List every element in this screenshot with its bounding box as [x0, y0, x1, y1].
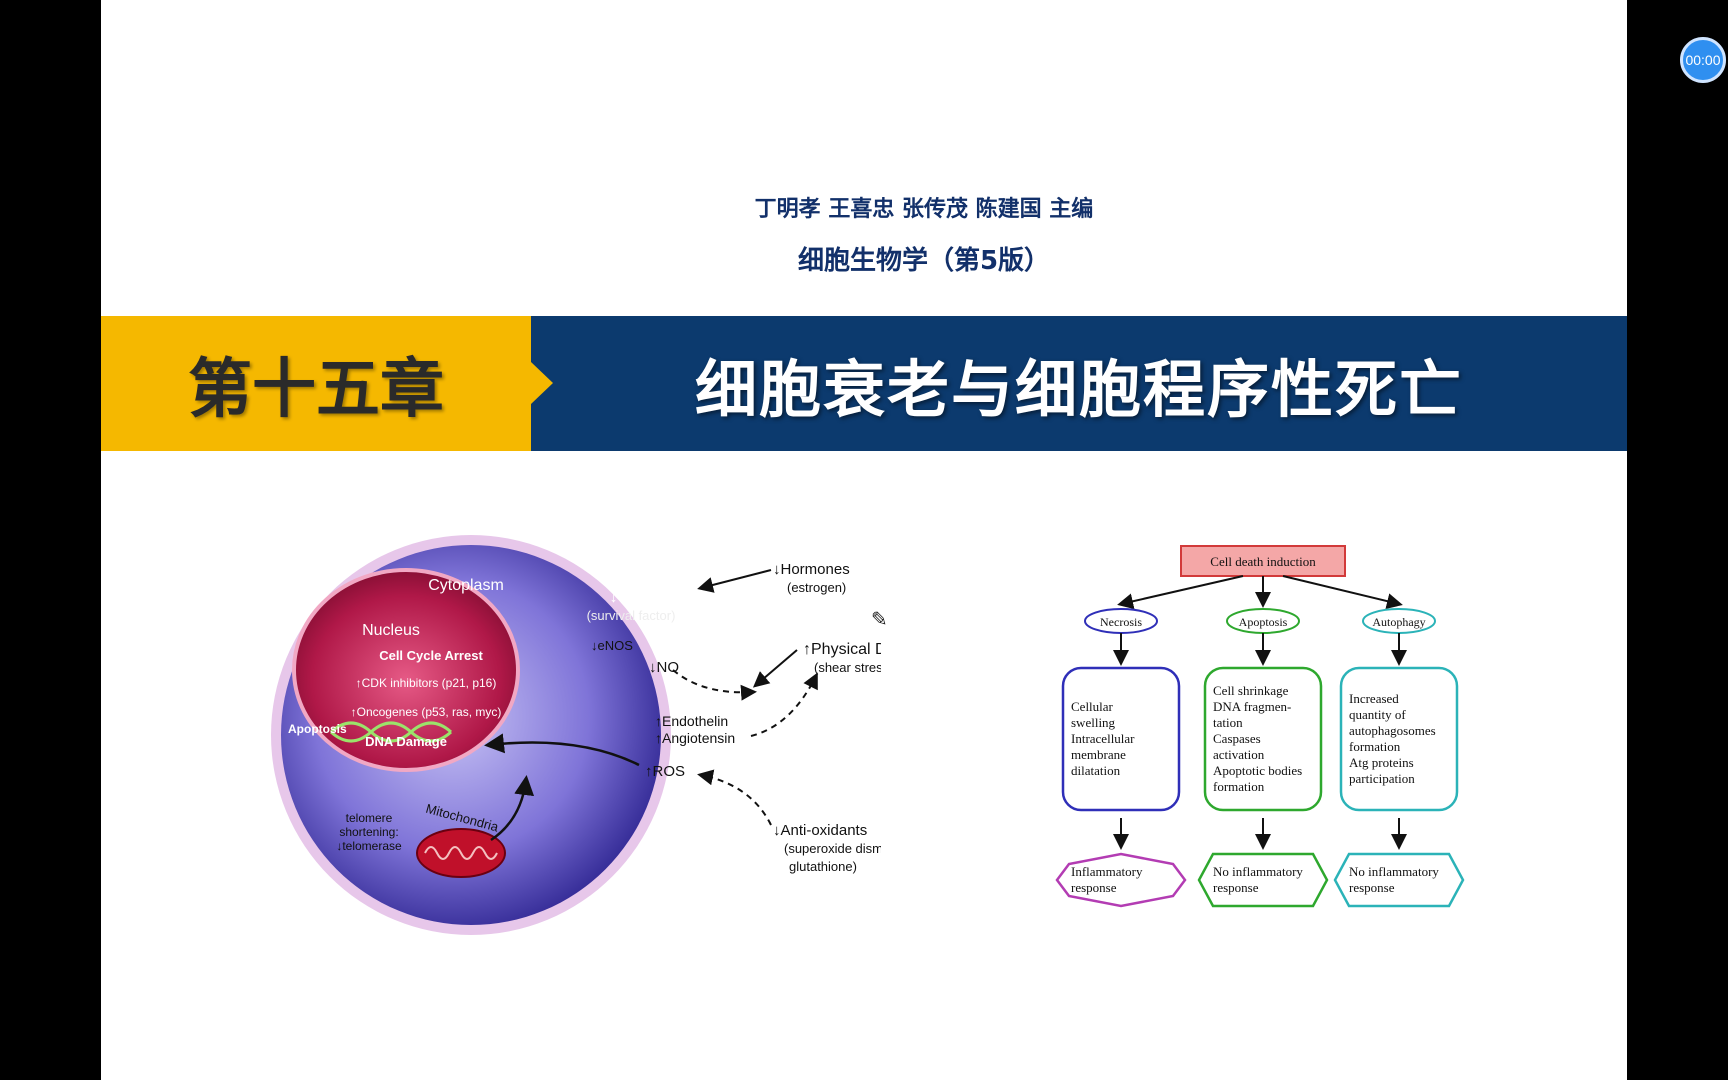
branch-line-1-6: formation [1213, 779, 1265, 794]
nucleus-region [292, 568, 520, 772]
label-telomere-2: shortening: [339, 825, 398, 839]
branch-line-0-3: membrane [1071, 747, 1126, 762]
label-endothelin: ↑Endothelin [655, 713, 728, 729]
branch-name-1: Apoptosis [1239, 615, 1288, 629]
branch-box-2 [1339, 666, 1459, 812]
branch-line-1-4: activation [1213, 747, 1265, 762]
label-oncogenes: ↑Oncogenes (p53, ras, myc) [351, 705, 502, 719]
arrow-antiox-dashed [697, 769, 772, 826]
branch-name-0: Necrosis [1100, 615, 1142, 629]
label-angiotensin: ↑Angiotensin [655, 730, 735, 746]
arrow-endothelin-dashed [750, 672, 818, 737]
label-akt: ↓ AKT [610, 589, 653, 606]
root-box [1180, 545, 1346, 577]
label-physical-sub: (shear stress, inflammation) [814, 660, 881, 675]
label-nucleus: Nucleus [362, 622, 420, 639]
chapter-number: 第十五章 [188, 352, 444, 427]
branch-line-2-2: autophagosomes [1349, 723, 1436, 738]
label-ros: ↑ROS [645, 763, 685, 780]
branch-line-2-0: Increased [1349, 691, 1399, 706]
chapter-arrow-icon [531, 362, 553, 404]
cell-death-flowchart: Cell death induction NecrosisCellularswe… [1055, 545, 1465, 908]
arrow-root-0 [1117, 575, 1244, 610]
label-no: ↓NO [649, 659, 679, 676]
arrow-ros-to-dna [484, 733, 640, 767]
branch-line-0-0: Cellular [1071, 699, 1114, 714]
label-hormones-sub: (estrogen) [787, 580, 846, 595]
outcome-line-2-1: response [1349, 880, 1395, 895]
branch-line-2-4: Atg proteins [1349, 755, 1414, 770]
outcome-line-1-1: response [1213, 880, 1259, 895]
label-enos: ↓eNOS [591, 638, 633, 653]
label-apoptosis: Apoptosis [288, 722, 347, 736]
branch-line-0-1: swelling [1071, 715, 1116, 730]
branch-line-0-2: Intracellular [1071, 731, 1135, 746]
root-label: Cell death induction [1210, 554, 1316, 569]
chapter-banner: 第十五章 细胞衰老与细胞程序性死亡 [101, 316, 1627, 451]
branch-line-2-3: formation [1349, 739, 1401, 754]
pen-cursor-icon: ✎ [871, 607, 888, 631]
outcome-line-2-0: No inflammatory [1349, 864, 1439, 879]
label-akt-sub: (survival factor) [587, 608, 676, 623]
book-title: 细胞生物学（第5版） [797, 246, 1051, 276]
branch-box-0 [1061, 666, 1181, 812]
label-physical: ↑Physical Damage [803, 641, 881, 658]
recording-timer[interactable]: 00:00 [1680, 37, 1726, 83]
outcome-shape-2 [1333, 852, 1465, 908]
label-dna-damage: DNA Damage [365, 734, 447, 749]
branch-line-1-3: Caspases [1213, 731, 1261, 746]
outcome-shape-1 [1197, 852, 1329, 908]
label-antiox-sub2: glutathione) [789, 859, 857, 874]
label-telomere-1: telomere [346, 811, 393, 825]
label-cdk: ↑CDK inhibitors (p21, p16) [356, 676, 497, 690]
branch-name-2: Autophagy [1372, 615, 1425, 629]
chapter-title-box: 细胞衰老与细胞程序性死亡 [531, 316, 1627, 451]
chapter-title: 细胞衰老与细胞程序性死亡 [694, 352, 1463, 426]
branch-line-1-2: tation [1213, 715, 1243, 730]
outcome-line-1-0: No inflammatory [1213, 864, 1303, 879]
dna-helix-icon [329, 721, 453, 743]
arrow-root-2 [1282, 575, 1403, 609]
chapter-number-box: 第十五章 [101, 316, 531, 451]
branch-line-2-1: quantity of [1349, 707, 1406, 722]
arrow-mito-to-ros [490, 775, 535, 842]
label-cell-cycle-arrest: Cell Cycle Arrest [379, 648, 483, 663]
label-cytoplasm: Cytoplasm [428, 577, 504, 594]
outcome-shape-0 [1055, 852, 1187, 908]
arrow-physical [752, 649, 798, 688]
outcome-line-0-1: response [1071, 880, 1117, 895]
branch-line-1-0: Cell shrinkage [1213, 683, 1289, 698]
branch-line-2-5: participation [1349, 771, 1415, 786]
arrow-hormones [697, 569, 772, 593]
branch-line-1-5: Apoptotic bodies [1213, 763, 1302, 778]
label-antiox-sub1: (superoxide dismutase, [784, 841, 881, 856]
branch-line-0-4: dilatation [1071, 763, 1121, 778]
outcome-line-0-0: Inflammatory [1071, 864, 1143, 879]
branch-line-1-1: DNA fragmen- [1213, 699, 1291, 714]
arrow-no-dashed [672, 669, 757, 701]
label-hormones: ↓Hormones [773, 561, 850, 578]
authors-line: 丁明孝 王喜忠 张传茂 陈建国 主编 [754, 197, 1094, 222]
branch-box-1 [1203, 666, 1323, 812]
slide: 丁明孝 王喜忠 张传茂 陈建国 主编 细胞生物学（第5版） 第十五章 细胞衰老与… [101, 0, 1627, 1080]
label-antiox: ↓Anti-oxidants [773, 822, 867, 839]
cell-senescence-diagram: Cytoplasm Nucleus Cell Cycle Arrest ↑CDK… [271, 535, 881, 935]
label-telomere-3: ↓telomerase [336, 839, 402, 853]
